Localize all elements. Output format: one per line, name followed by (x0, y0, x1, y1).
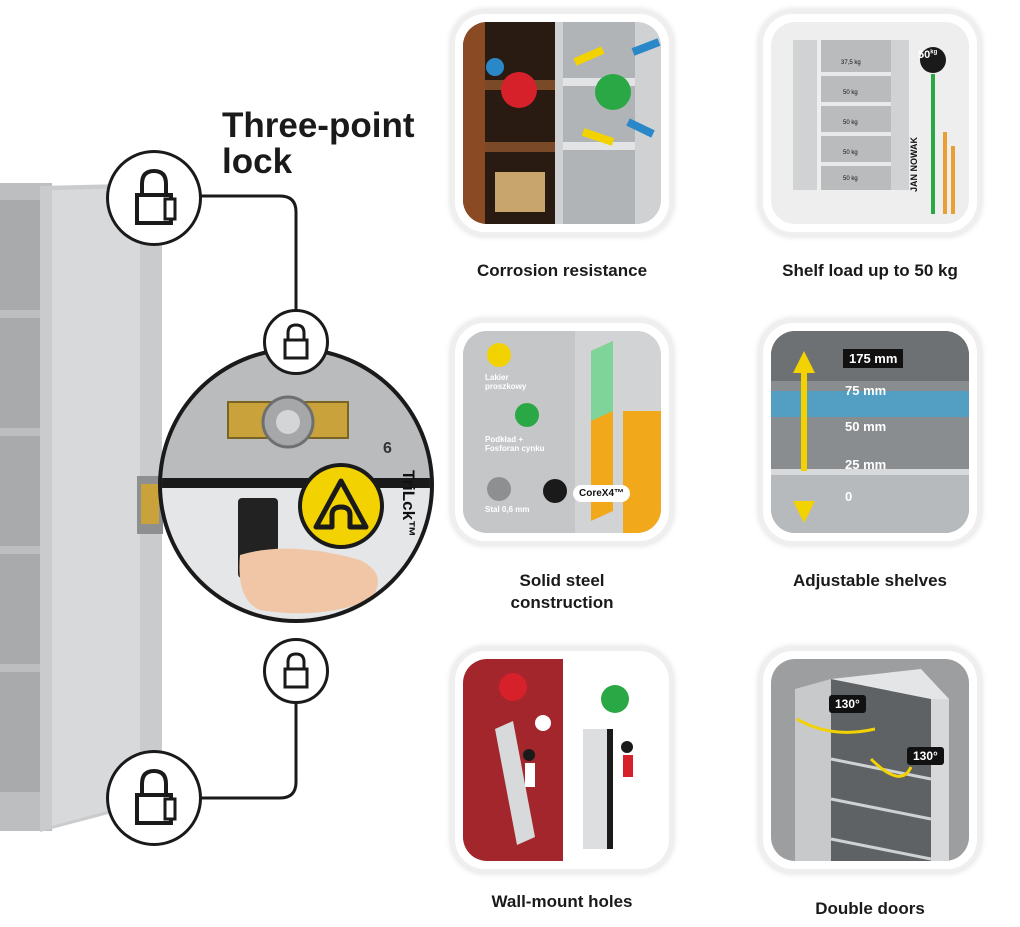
weight-label: 50 kg (843, 120, 858, 126)
corrosion-resistance-tile (455, 14, 669, 232)
middle-bottom-lock-circle (263, 638, 329, 704)
leaf-icon (515, 403, 539, 427)
weight-label: 50 kg (843, 90, 858, 96)
layer-label-3: Stal 0,6 mm (485, 505, 530, 514)
middle-top-lock-circle (263, 309, 329, 375)
solid-steel-caption: Solid steel construction (510, 571, 614, 612)
double-doors-caption: Double doors (815, 899, 925, 918)
corrosion-illustration (463, 22, 661, 224)
trilock-badge (298, 463, 384, 549)
shelf-mark-50: 50 mm (845, 419, 887, 434)
adjustable-shelves-tile: 175 mm 75 mm 50 mm 25 mm 0 (763, 323, 977, 541)
arrow-down-icon (793, 501, 815, 523)
three-point-lock-panel: Three-point lock TriLck™ (0, 0, 440, 927)
paint-can-icon (487, 343, 511, 367)
sad-face-icon (499, 673, 527, 701)
top-lock-circle (106, 150, 202, 246)
cabinet-illustration (0, 183, 434, 832)
shelf-load-illustration (771, 22, 969, 224)
wall-mount-caption: Wall-mount holes (491, 892, 633, 911)
shelf-mark-25: 25 mm (845, 457, 887, 472)
padlock-icon (283, 652, 309, 689)
corrosion-resistance-caption: Corrosion resistance (476, 261, 648, 280)
corex-icon (543, 479, 567, 503)
weight-label: 50 kg (843, 176, 858, 182)
double-doors-illustration (771, 659, 969, 861)
plate-number: 6 (383, 440, 392, 457)
trilock-label: TriLck™ (399, 470, 418, 538)
padlock-icon (135, 768, 177, 825)
steel-layers-illustration (463, 331, 661, 533)
weight-badge: 50kg (918, 49, 938, 61)
corex-badge: CoreX4™ (573, 485, 631, 502)
sad-face-icon (501, 72, 537, 108)
weight-label: 50 kg (843, 150, 858, 156)
steel-icon (487, 477, 511, 501)
bottom-lock-circle (106, 750, 202, 846)
wall-mount-tile (455, 651, 669, 869)
layer-label-2: Podkład + Fosforan cynku (485, 435, 545, 453)
padlock-icon (283, 323, 309, 360)
layer-label-1: Lakier proszkowy (485, 373, 527, 391)
brand-label: JAN NOWAK (909, 136, 919, 192)
shelf-mark-175: 175 mm (843, 349, 904, 368)
adjustable-shelves-caption: Adjustable shelves (792, 571, 947, 590)
trilock-logo-icon (313, 478, 369, 530)
warning-icon (535, 715, 551, 731)
shelf-mark-0: 0 (845, 489, 853, 504)
weight-label: 37,5 kg (841, 60, 861, 66)
shelf-load-tile: 50kg JAN NOWAK 37,5 kg 50 kg 50 kg 50 kg… (763, 14, 977, 232)
shelf-mark-75: 75 mm (845, 383, 887, 398)
happy-face-icon (601, 685, 629, 713)
double-doors-tile: 130° 130° (763, 651, 977, 869)
water-drop-icon (486, 58, 504, 76)
padlock-icon (135, 168, 177, 225)
solid-steel-tile: Lakier proszkowy Podkład + Fosforan cynk… (455, 323, 669, 541)
door-angle-right: 130° (907, 747, 944, 765)
happy-face-icon (595, 74, 631, 110)
shelf-load-caption: Shelf load up to 50 kg (782, 261, 958, 280)
lock-title: Three-point lock (222, 106, 415, 181)
wall-mount-illustration (463, 659, 661, 861)
arrow-up-icon (793, 351, 815, 373)
door-angle-left: 130° (829, 695, 866, 713)
